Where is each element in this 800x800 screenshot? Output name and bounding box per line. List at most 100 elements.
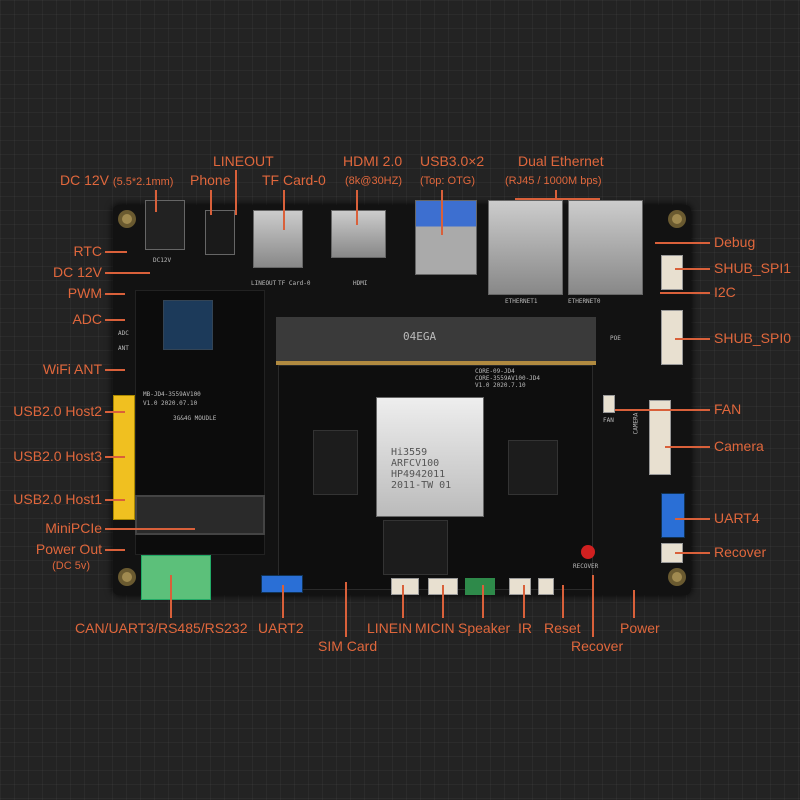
ir-connector — [509, 578, 531, 595]
can-terminal — [141, 555, 211, 600]
reset-connector — [538, 578, 554, 595]
label-power: Power — [620, 620, 660, 636]
leader-line — [105, 293, 125, 295]
usb3-port — [415, 200, 477, 275]
shub-spi1-connector — [661, 255, 683, 290]
label-sim-card: SIM Card — [318, 638, 378, 654]
label-minipcie: MiniPCIe — [45, 520, 102, 536]
leader-line — [515, 198, 600, 200]
slot-text: 04EGA — [403, 330, 437, 343]
label-fan: FAN — [714, 401, 742, 417]
leader-line — [105, 319, 125, 321]
dc-jack — [145, 200, 185, 250]
leader-line — [105, 369, 125, 371]
label-usb3: USB3.0×2 — [420, 153, 485, 169]
lineout-silk: LINEOUT — [251, 280, 277, 287]
label-uart4: UART4 — [714, 510, 760, 526]
dc-silk: DC12V — [153, 257, 172, 264]
label-ethernet-sub: (RJ45 / 1000M bps) — [505, 175, 602, 187]
leader-line — [675, 268, 710, 270]
leader-line — [105, 272, 150, 274]
mount-hole — [118, 210, 136, 228]
leader-line — [665, 446, 710, 448]
camera-connector — [649, 400, 671, 475]
label-linein: LINEIN — [367, 620, 413, 636]
label-usb3-sub: (Top: OTG) — [420, 175, 476, 187]
soc-chip — [376, 397, 484, 517]
leader-line — [345, 582, 347, 637]
label-dc12v-left: DC 12V — [52, 264, 102, 280]
eth1-silk: ETHERNET1 — [505, 298, 538, 305]
fan-silk: FAN — [603, 417, 614, 424]
speaker-connector — [465, 578, 495, 595]
label-rtc: RTC — [73, 243, 102, 259]
leader-line — [675, 338, 710, 340]
label-reset: Reset — [544, 620, 581, 636]
label-usb2-host1: USB2.0 Host1 — [13, 491, 102, 507]
hdmi-port — [331, 210, 386, 258]
uart4-header — [661, 493, 685, 538]
leader-line — [675, 518, 710, 520]
mount-hole — [668, 568, 686, 586]
leader-line — [105, 456, 125, 458]
label-hdmi: HDMI 2.0 — [343, 153, 403, 169]
leader-line — [235, 170, 237, 215]
label-debug: Debug — [714, 234, 756, 250]
leader-line — [283, 190, 285, 230]
label-uart2: UART2 — [258, 620, 304, 636]
mount-hole — [118, 568, 136, 586]
recover-silk: RECOVER — [573, 563, 599, 570]
leader-line — [105, 499, 125, 501]
so-dimm-slot — [276, 317, 596, 365]
leader-line — [356, 190, 358, 225]
leader-line — [210, 190, 212, 215]
leader-line — [615, 409, 710, 411]
memory-chip — [313, 430, 358, 495]
label-usb2-host3: USB2.0 Host3 — [13, 448, 102, 464]
label-dc12v: DC 12V (5.5*2.1mm) — [60, 172, 174, 188]
hdmi-silk: HDMI — [353, 280, 368, 287]
leader-line — [402, 585, 404, 618]
leader-line — [562, 585, 564, 618]
leader-line — [441, 190, 443, 235]
label-tf-card: TF Card-0 — [262, 172, 326, 188]
label-shub-spi1: SHUB_SPI1 — [714, 260, 792, 276]
leader-line — [105, 251, 127, 253]
leader-line — [482, 585, 484, 618]
minipcie-slot — [135, 495, 265, 535]
leader-line — [282, 585, 284, 618]
tf-silk: TF Card-0 — [278, 280, 311, 287]
label-shub-spi0: SHUB_SPI0 — [714, 330, 792, 346]
leader-line — [105, 411, 125, 413]
leader-line — [592, 575, 594, 637]
poe-silk: POE — [610, 335, 621, 342]
leader-line — [555, 190, 557, 200]
label-i2c: I2C — [714, 284, 736, 300]
label-pwm: PWM — [67, 285, 102, 301]
leader-line — [105, 528, 195, 530]
label-micin: MICIN — [415, 620, 455, 636]
phone-jack — [205, 210, 235, 255]
leader-line — [660, 292, 710, 294]
recover-button[interactable] — [581, 545, 595, 559]
ant-silk: ANT — [118, 345, 129, 352]
ethernet-port-0 — [568, 200, 643, 295]
label-wifi-ant: WiFi ANT — [42, 361, 102, 377]
linein-connector — [391, 578, 419, 595]
label-speaker: Speaker — [458, 620, 511, 636]
label-ethernet: Dual Ethernet — [518, 153, 604, 169]
leader-line — [442, 585, 444, 618]
wifi-module — [163, 300, 213, 350]
label-camera: Camera — [714, 438, 764, 454]
shub-spi0-connector — [661, 310, 683, 365]
label-lineout: LINEOUT — [213, 153, 274, 169]
ethernet-port-1 — [488, 200, 563, 295]
leader-line — [675, 552, 710, 554]
mount-hole — [668, 210, 686, 228]
fan-connector — [603, 395, 615, 413]
leader-line — [523, 585, 525, 618]
